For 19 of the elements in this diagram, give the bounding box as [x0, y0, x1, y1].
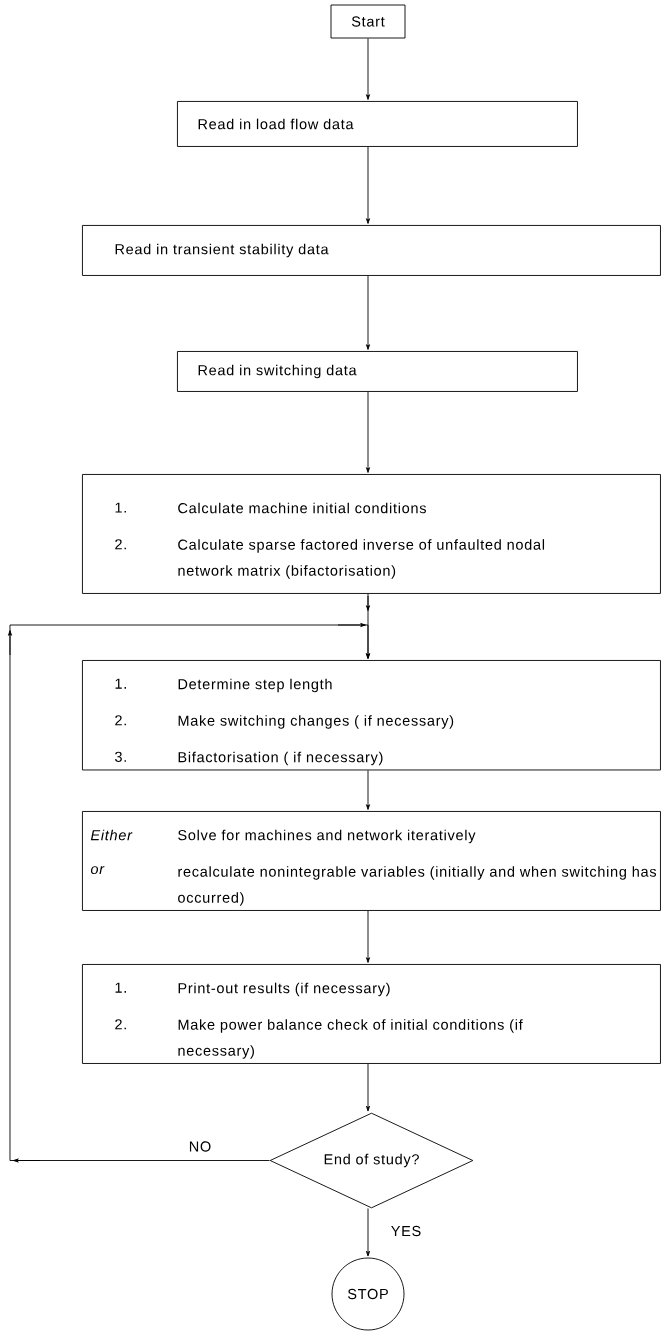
- start-box: Start: [330, 4, 406, 39]
- arrow: [366, 146, 370, 224]
- arrow: [366, 1208, 370, 1257]
- process-box: 1. Calculate machine initial conditions 2. Calculate sparse factored inverse of unfaulted nodal network matrix (bifactorisation): [82, 474, 661, 594]
- process-box: Either Solve for machines and network iteratively or recalculate nonintegrable variables (initially and when switching has occurred): [82, 811, 661, 911]
- arrow: [366, 769, 370, 810]
- arrow: [366, 391, 370, 473]
- arrow: [8, 623, 370, 1163]
- process-box: 1. Determine step length 2. Make switching changes ( if necessary) 3. Bifactorisation ( if necessary): [82, 660, 661, 771]
- arrow: [366, 275, 370, 350]
- process-box: Read in transient stability data: [82, 225, 661, 276]
- arrow: [366, 1063, 370, 1112]
- arrow: [366, 910, 370, 963]
- edge-label: NO: [187, 1140, 213, 1153]
- arrow: [366, 38, 370, 100]
- process-box: Read in load flow data: [177, 101, 578, 147]
- process-box: 1. Print-out results (if necessary) 2. Make power balance check of initial conditions (if necessary): [82, 964, 661, 1064]
- edge-label: YES: [389, 1224, 423, 1238]
- process-box: Read in switching data: [177, 351, 578, 392]
